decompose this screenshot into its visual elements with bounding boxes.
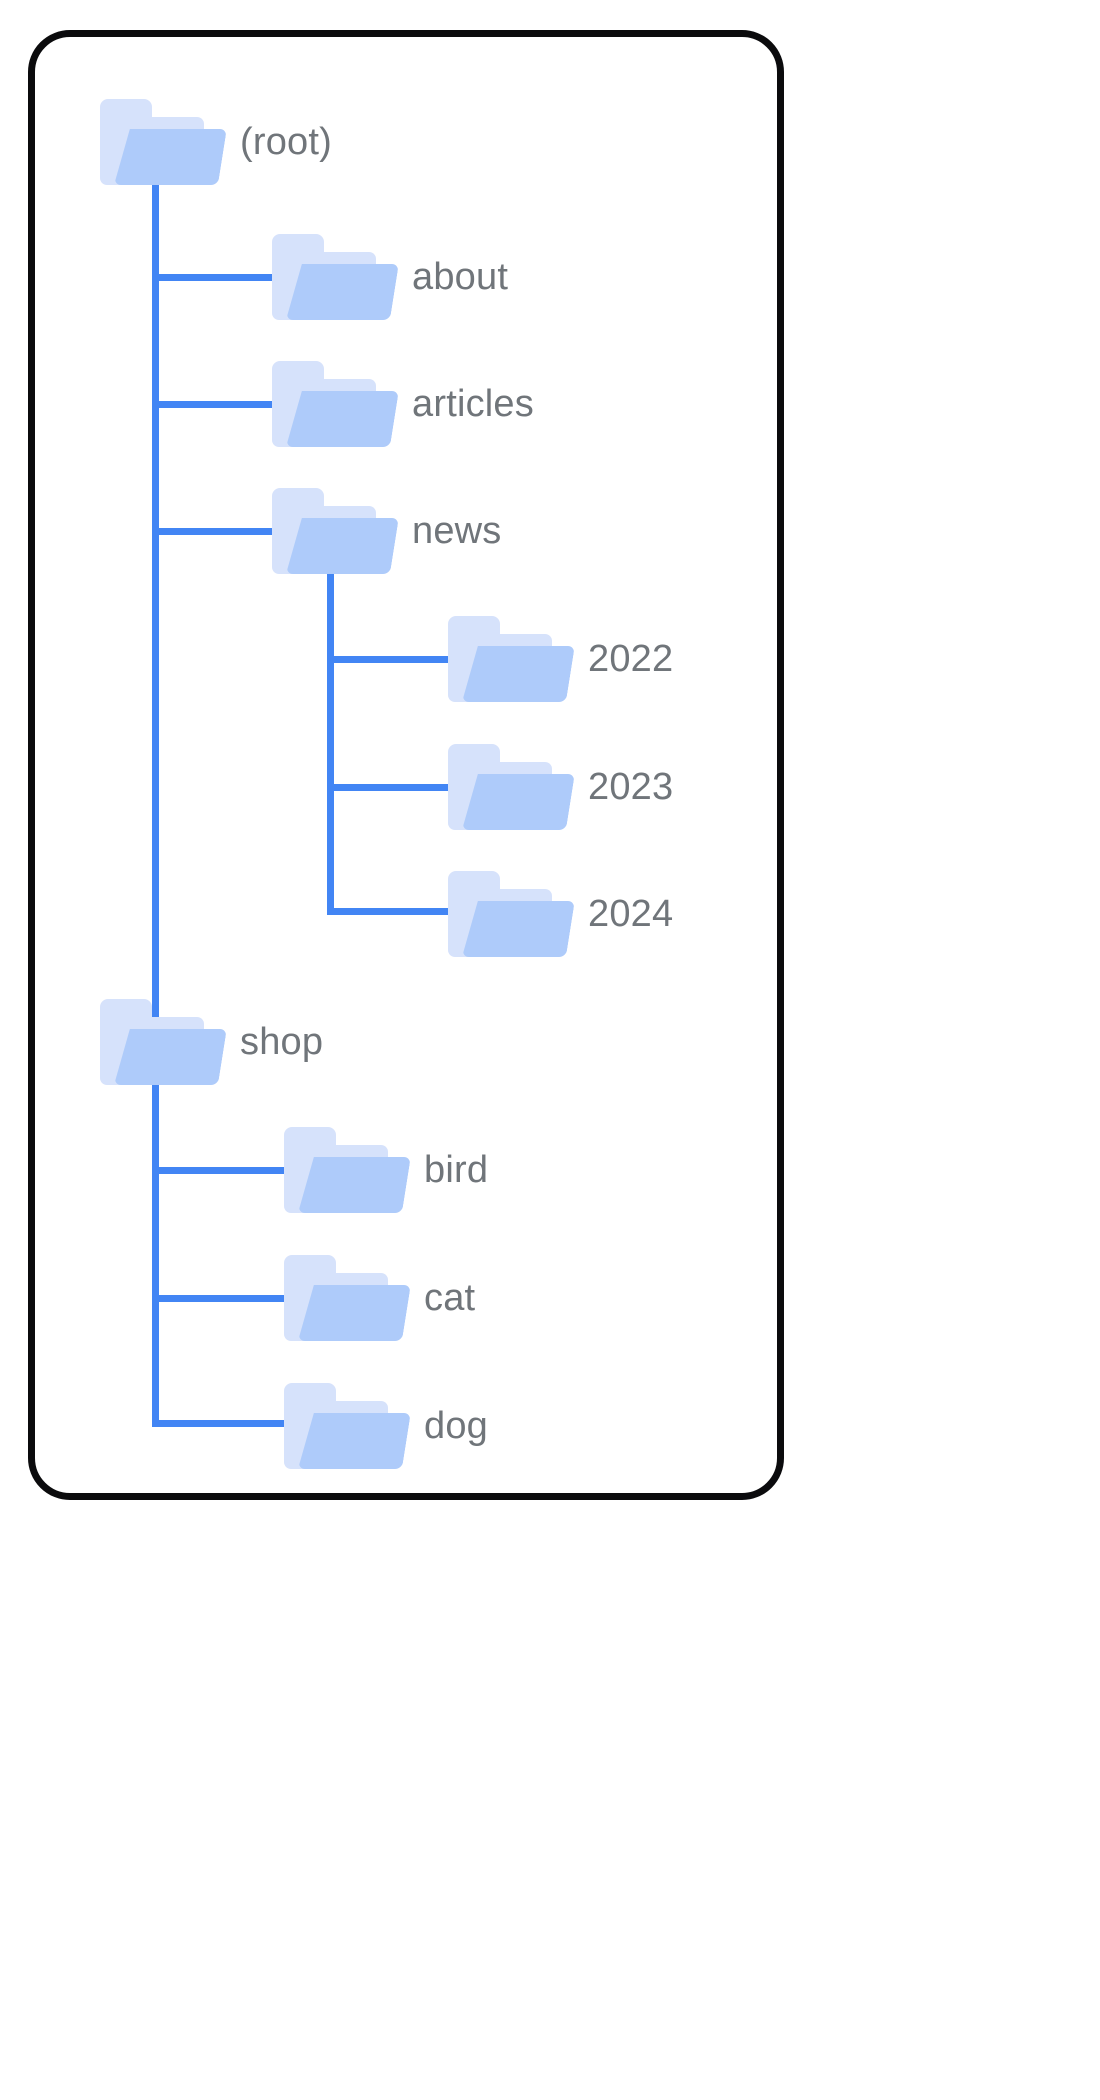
tree-node-bird[interactable]: bird	[284, 1127, 488, 1213]
tree-node-label: bird	[424, 1149, 489, 1191]
folder-icon	[284, 1255, 402, 1341]
tree-node-label: 2023	[588, 766, 674, 808]
tree-node-articles[interactable]: articles	[272, 361, 534, 447]
folder-icon	[272, 234, 390, 320]
tree-node-news-2023[interactable]: 2023	[448, 744, 673, 830]
connector-root-about	[152, 274, 290, 281]
tree-node-label: dog	[424, 1405, 489, 1447]
folder-icon	[100, 99, 218, 185]
tree-node-dog[interactable]: dog	[284, 1383, 488, 1469]
tree-node-news[interactable]: news	[272, 488, 502, 574]
tree-node-label: about	[412, 256, 509, 298]
folder-icon	[272, 361, 390, 447]
tree-node-label: cat	[424, 1277, 476, 1319]
tree-node-shop[interactable]: shop	[100, 999, 323, 1085]
folder-icon	[284, 1127, 402, 1213]
folder-icon	[284, 1383, 402, 1469]
connector-news-2023	[327, 784, 467, 791]
connector-root-news	[152, 528, 290, 535]
tree-node-news-2024[interactable]: 2024	[448, 871, 673, 957]
connector-news-2022	[327, 656, 467, 663]
connector-news-trunk	[327, 562, 334, 915]
connector-root-trunk	[152, 181, 159, 1061]
tree-node-about[interactable]: about	[272, 234, 508, 320]
tree-node-label: 2024	[588, 893, 674, 935]
connector-root-articles	[152, 401, 290, 408]
connector-shop-bird	[152, 1167, 302, 1174]
tree-node-cat[interactable]: cat	[284, 1255, 475, 1341]
tree-node-label: shop	[240, 1021, 324, 1063]
connector-shop-dog	[152, 1420, 302, 1427]
tree-node-label: news	[412, 510, 502, 552]
connector-shop-cat	[152, 1295, 302, 1302]
folder-icon	[272, 488, 390, 574]
folder-icon	[100, 999, 218, 1085]
tree-node-label: 2022	[588, 638, 674, 680]
tree-node-label: articles	[412, 383, 534, 425]
connector-shop-trunk	[152, 1075, 159, 1427]
folder-icon	[448, 744, 566, 830]
folder-icon	[448, 616, 566, 702]
connector-news-2024	[327, 908, 467, 915]
tree-node-root[interactable]: (root)	[100, 99, 332, 185]
tree-node-label: (root)	[240, 121, 332, 163]
tree-node-news-2022[interactable]: 2022	[448, 616, 673, 702]
folder-icon	[448, 871, 566, 957]
